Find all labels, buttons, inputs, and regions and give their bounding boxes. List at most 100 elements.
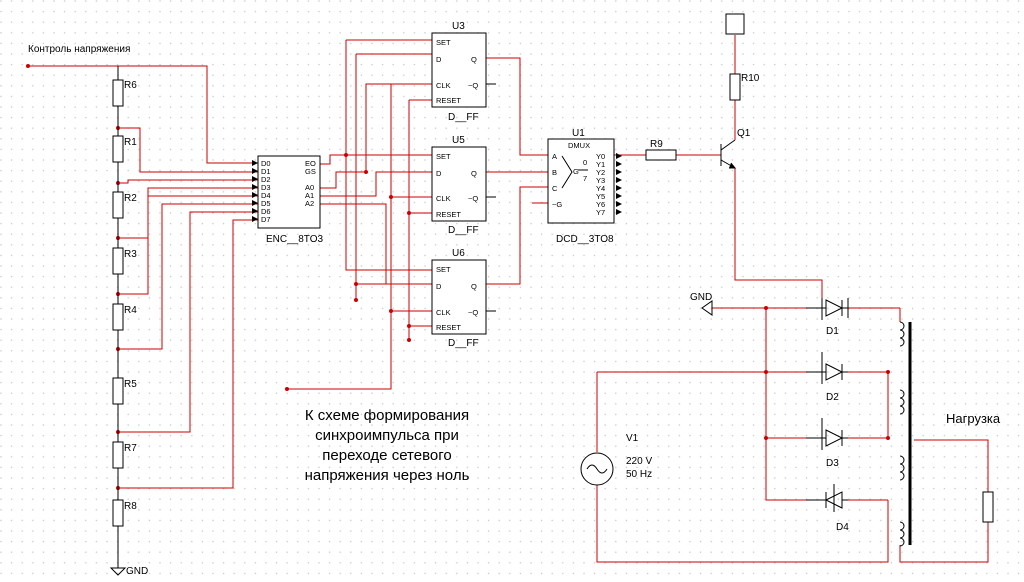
u5-pin-set: SET bbox=[436, 152, 451, 161]
resistor-r10[interactable] bbox=[729, 73, 741, 101]
u6-pin-q: Q bbox=[471, 282, 477, 291]
note-line-3: переходе сетевого bbox=[322, 447, 451, 464]
demux-g-label: G bbox=[573, 167, 579, 176]
resistor-r8[interactable] bbox=[112, 499, 124, 527]
enc-pin-d6: D6 bbox=[261, 207, 271, 216]
enc-pin-d2: D2 bbox=[261, 175, 271, 184]
resistor-r1[interactable] bbox=[112, 135, 124, 163]
flipflop-u6[interactable]: SET D CLK RESET Q ~Q bbox=[431, 259, 496, 335]
enc-pin-d4: D4 bbox=[261, 191, 271, 200]
enc-pin-d1: D1 bbox=[261, 167, 271, 176]
flipflop-u5[interactable]: SET D CLK RESET Q ~Q bbox=[431, 146, 496, 222]
u3-pin-reset: RESET bbox=[436, 96, 461, 105]
u3-pin-d: D bbox=[436, 55, 442, 64]
note-line-1: К схеме формирования bbox=[305, 407, 469, 424]
label-load: Нагрузка bbox=[946, 411, 1001, 426]
label-d2: D2 bbox=[826, 392, 839, 403]
ac-source-v1[interactable] bbox=[580, 452, 614, 486]
label-r2: R2 bbox=[124, 193, 137, 204]
u3-pin-nq: ~Q bbox=[468, 81, 478, 90]
resistor-r9[interactable] bbox=[645, 149, 677, 161]
demux-pin-y2: Y2 bbox=[596, 168, 605, 177]
transformer[interactable] bbox=[899, 321, 912, 547]
resistor-r6[interactable] bbox=[112, 79, 124, 107]
enc-pin-d7: D7 bbox=[261, 215, 271, 224]
diode-d3[interactable] bbox=[806, 418, 848, 450]
demux-pin-y0: Y0 bbox=[596, 152, 605, 161]
label-input: Контроль напряжения bbox=[28, 44, 130, 55]
label-v1-voltage: 220 V bbox=[626, 456, 652, 467]
label-r1: R1 bbox=[124, 137, 137, 148]
resistor-ladder bbox=[112, 66, 124, 562]
u3-name: U3 bbox=[452, 21, 465, 32]
u6-pin-nq: ~Q bbox=[468, 308, 478, 317]
demux-ref: DCD__3TO8 bbox=[556, 234, 614, 245]
demux-pin-a: A bbox=[552, 152, 557, 161]
diode-d1[interactable] bbox=[806, 298, 849, 320]
label-r7: R7 bbox=[124, 443, 137, 454]
demux-pin-c: C bbox=[552, 184, 558, 193]
resistor-r4[interactable] bbox=[112, 303, 124, 331]
demux-pin-y4: Y4 bbox=[596, 184, 605, 193]
demux-range-0: 0 bbox=[583, 158, 587, 167]
label-r10: R10 bbox=[741, 73, 760, 84]
label-r5: R5 bbox=[124, 379, 137, 390]
resistor-r5[interactable] bbox=[112, 377, 124, 405]
label-d4: D4 bbox=[836, 522, 849, 533]
u6-ref: D__FF bbox=[448, 338, 479, 349]
u6-pin-reset: RESET bbox=[436, 323, 461, 332]
u5-ref: D__FF bbox=[448, 225, 479, 236]
u6-name: U6 bbox=[452, 248, 465, 259]
resistor-r2[interactable] bbox=[112, 191, 124, 219]
enc-pin-gs: GS bbox=[305, 167, 316, 176]
enc-pin-a1: A1 bbox=[305, 191, 314, 200]
resistor-load[interactable] bbox=[982, 491, 994, 523]
ladder-labels: R6 R1 R2 R3 R4 R5 R7 R8 bbox=[124, 80, 137, 512]
demux-pin-y7: Y7 bbox=[596, 208, 605, 217]
enc-pin-a2: A2 bbox=[305, 199, 314, 208]
u5-pin-reset: RESET bbox=[436, 210, 461, 219]
enc-pin-d0: D0 bbox=[261, 159, 271, 168]
diode-d2[interactable] bbox=[806, 352, 848, 384]
demux-range-7: 7 bbox=[583, 174, 587, 183]
resistor-r7[interactable] bbox=[112, 441, 124, 469]
note-text: К схеме формирования синхроимпульса при … bbox=[305, 407, 470, 484]
demux-pin-g: ~G bbox=[552, 200, 562, 209]
enc-pin-d5: D5 bbox=[261, 199, 271, 208]
transistor-q1[interactable] bbox=[720, 139, 737, 169]
label-v1: V1 bbox=[626, 433, 639, 444]
label-q1: Q1 bbox=[737, 128, 751, 139]
resistor-r3[interactable] bbox=[112, 247, 124, 275]
label-r9: R9 bbox=[650, 139, 663, 150]
demux-title: DMUX bbox=[568, 141, 590, 150]
wires bbox=[28, 35, 989, 563]
u6-pin-set: SET bbox=[436, 265, 451, 274]
label-r4: R4 bbox=[124, 305, 137, 316]
label-r3: R3 bbox=[124, 249, 137, 260]
label-gnd-top: GND bbox=[690, 292, 712, 303]
label-r6: R6 bbox=[124, 80, 137, 91]
label-d1: D1 bbox=[826, 326, 839, 337]
enc-pin-a0: A0 bbox=[305, 183, 314, 192]
u5-name: U5 bbox=[452, 135, 465, 146]
demux-ic[interactable]: DMUX A B C ~G G 0 7 Y0 Y1 Y2 Y3 Y4 Y5 Y6… bbox=[547, 138, 622, 224]
u6-pin-d: D bbox=[436, 282, 442, 291]
junctions bbox=[26, 64, 890, 490]
label-v1-freq: 50 Hz bbox=[626, 469, 652, 480]
ground-symbol-top bbox=[701, 300, 713, 316]
u5-pin-q: Q bbox=[471, 169, 477, 178]
encoder-ic[interactable]: D0 D1 D2 D3 D4 D5 D6 D7 EO GS A0 A1 A2 bbox=[252, 155, 321, 229]
ground-symbol-bottom bbox=[109, 562, 127, 576]
demux-name: U1 bbox=[572, 128, 585, 139]
u3-pin-clk: CLK bbox=[436, 81, 451, 90]
flipflop-u3[interactable]: SET D CLK RESET Q ~Q bbox=[431, 32, 496, 108]
note-line-4: напряжения через ноль bbox=[305, 467, 470, 484]
u5-pin-clk: CLK bbox=[436, 194, 451, 203]
diode-d4[interactable] bbox=[806, 484, 848, 512]
power-terminal[interactable] bbox=[725, 13, 745, 35]
label-r8: R8 bbox=[124, 501, 137, 512]
demux-pin-y1: Y1 bbox=[596, 160, 605, 169]
u5-pin-d: D bbox=[436, 169, 442, 178]
